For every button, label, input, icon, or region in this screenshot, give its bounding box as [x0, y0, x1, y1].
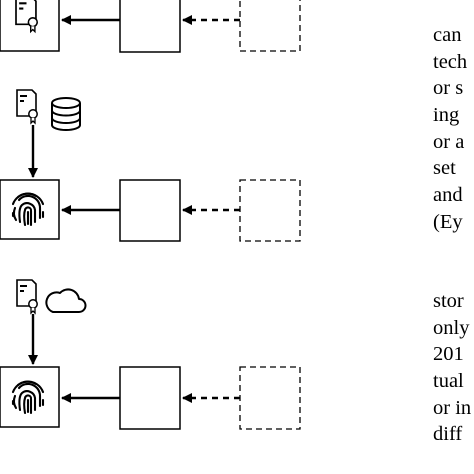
text-line: ing [433, 104, 460, 126]
component-box-2 [119, 179, 181, 242]
fingerprint-device-box-2 [0, 179, 60, 240]
row-3 [0, 279, 301, 430]
component-box-3 [119, 366, 181, 430]
dashed-box-3 [239, 366, 301, 430]
text-line: diff [433, 423, 463, 445]
text-line: only [433, 317, 470, 339]
text-line: tech [433, 51, 468, 73]
text-line: 201 [433, 343, 464, 365]
text-line: (Ey [433, 211, 463, 233]
dashed-box-1 [239, 0, 301, 52]
component-box-1 [119, 0, 181, 53]
text-line: stor [433, 290, 464, 312]
text-line: or in [433, 397, 472, 419]
certificate-icon [16, 279, 39, 314]
body-text-column: can tech or s ing or a set and (Ey stor … [433, 20, 474, 474]
database-icon [51, 97, 81, 131]
text-line: or a [433, 131, 465, 153]
row-2 [0, 89, 301, 242]
cloud-icon [45, 288, 87, 313]
text-line: or s [433, 77, 464, 99]
dashed-box-2 [239, 179, 301, 242]
text-line: and [433, 184, 463, 206]
certificate-icon [16, 89, 39, 124]
text-line: tual [433, 370, 464, 392]
text-line: can [433, 24, 462, 46]
text-line: set [433, 157, 456, 179]
row-1 [0, 0, 301, 53]
